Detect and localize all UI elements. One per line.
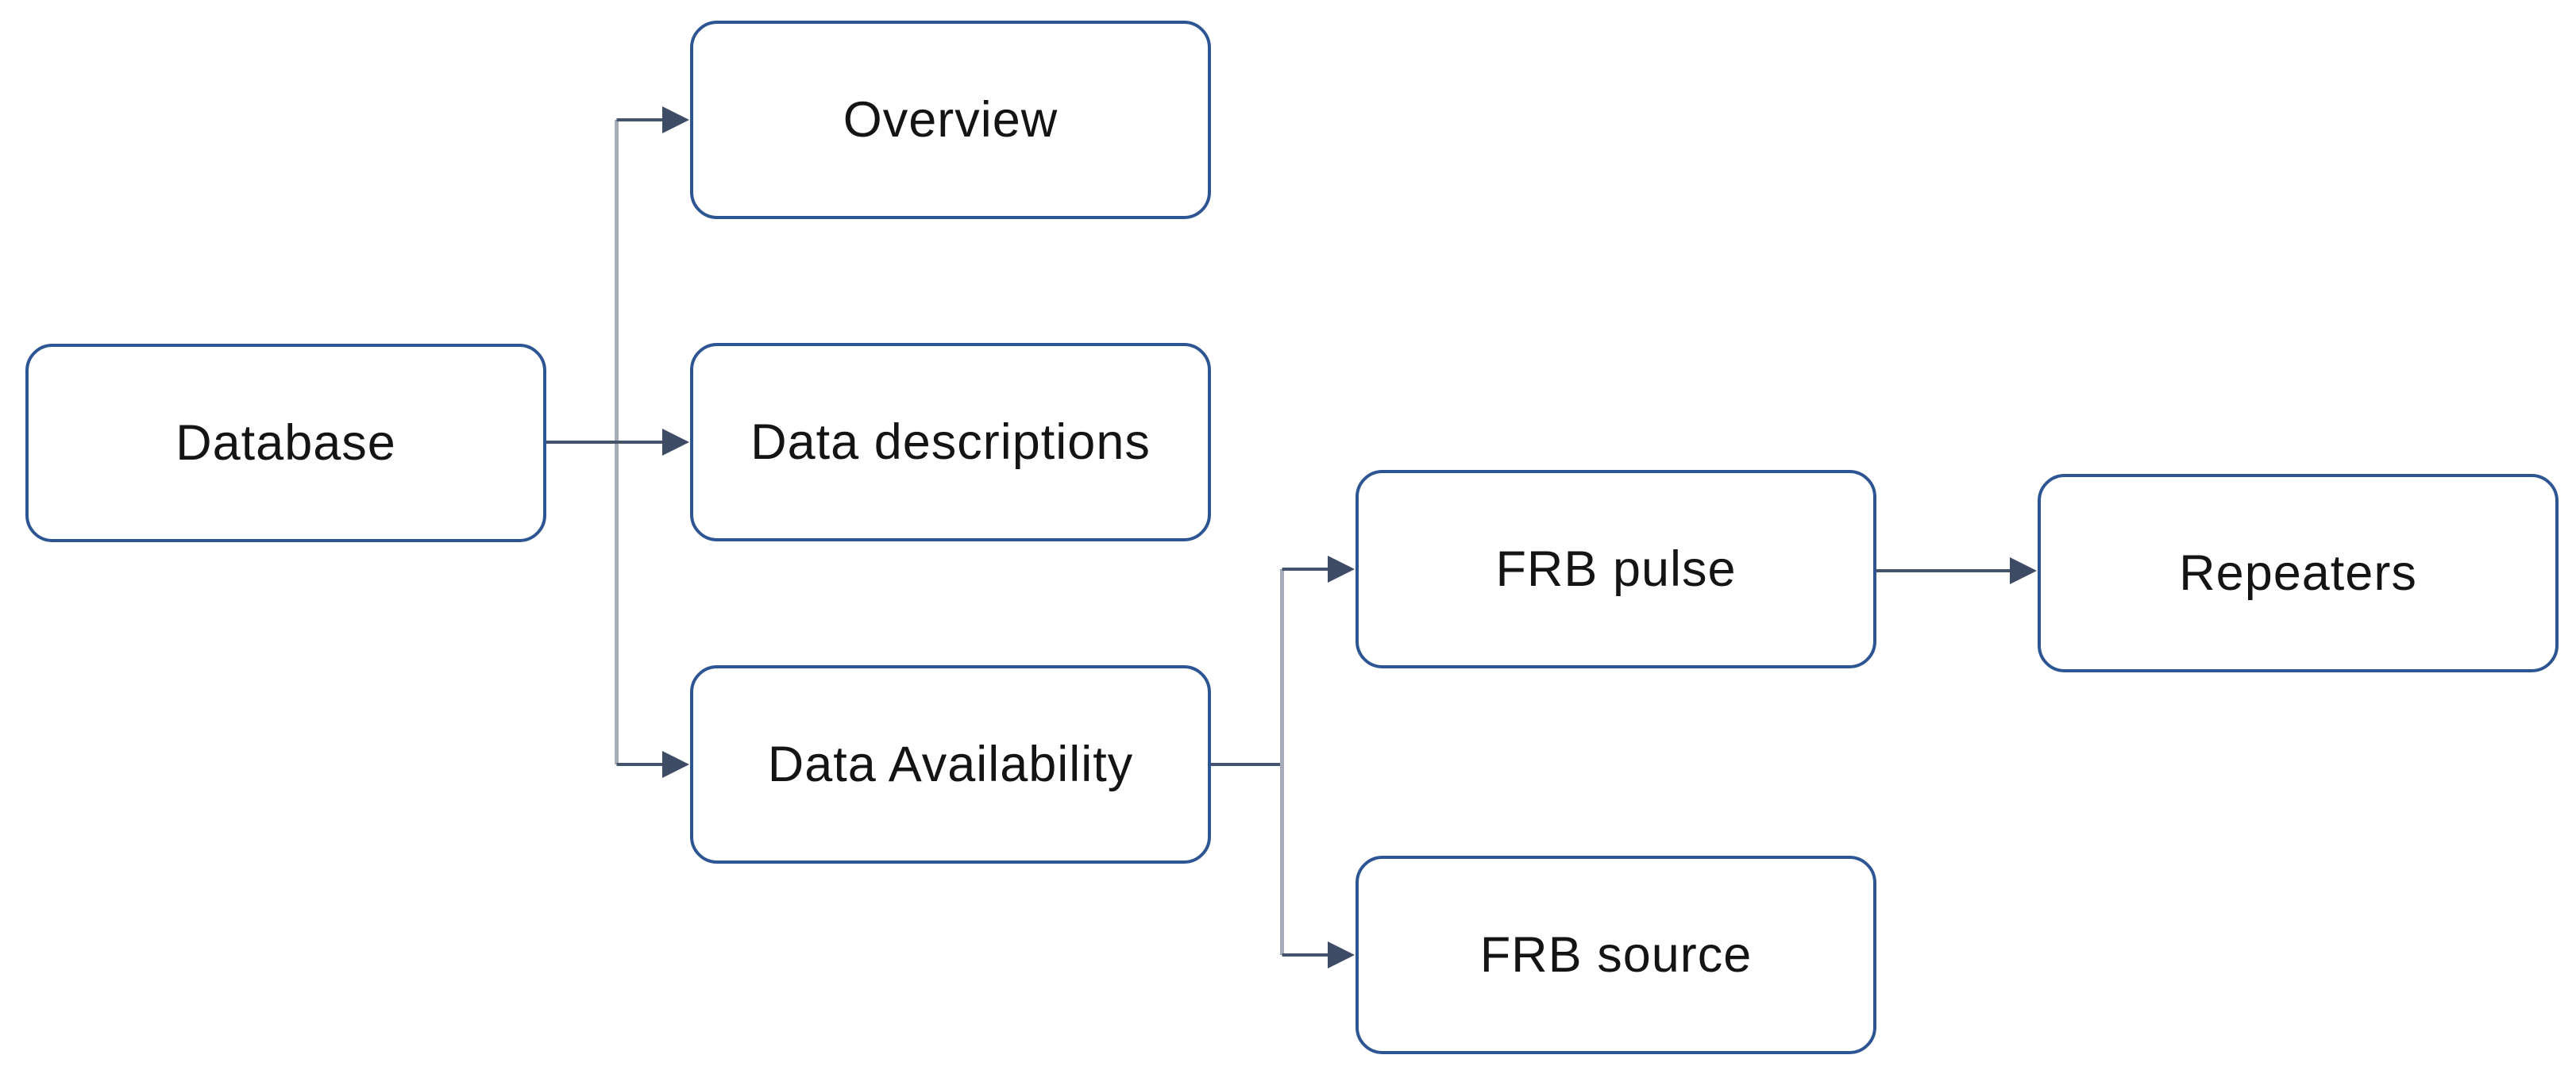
node-frb-pulse: FRB pulse <box>1355 470 1876 668</box>
edge-frb-pulse-repeaters-arrowhead-icon <box>2010 557 2037 584</box>
node-frb-source: FRB source <box>1355 856 1876 1054</box>
edge-database-data-descriptions-arrowhead-icon <box>662 429 689 456</box>
node-data-descriptions-label: Data descriptions <box>750 414 1151 470</box>
edge-database-data-availability-arrowhead-icon <box>662 751 689 778</box>
node-overview: Overview <box>690 21 1211 219</box>
node-data-availability-label: Data Availability <box>767 737 1134 792</box>
node-data-availability: Data Availability <box>690 665 1211 864</box>
edge-database-overview-arrowhead-icon <box>662 106 689 133</box>
node-frb-source-label: FRB source <box>1479 927 1753 983</box>
edge-data-availability-frb-pulse-arrowhead-icon <box>1328 556 1355 583</box>
node-database: Database <box>25 344 546 542</box>
node-repeaters-label: Repeaters <box>2179 545 2417 601</box>
node-overview-label: Overview <box>843 92 1059 148</box>
node-database-label: Database <box>175 415 396 471</box>
edge-data-availability-frb-source-arrowhead-icon <box>1328 941 1355 968</box>
node-repeaters: Repeaters <box>2038 474 2559 672</box>
node-data-descriptions: Data descriptions <box>690 343 1211 541</box>
node-frb-pulse-label: FRB pulse <box>1495 541 1737 597</box>
